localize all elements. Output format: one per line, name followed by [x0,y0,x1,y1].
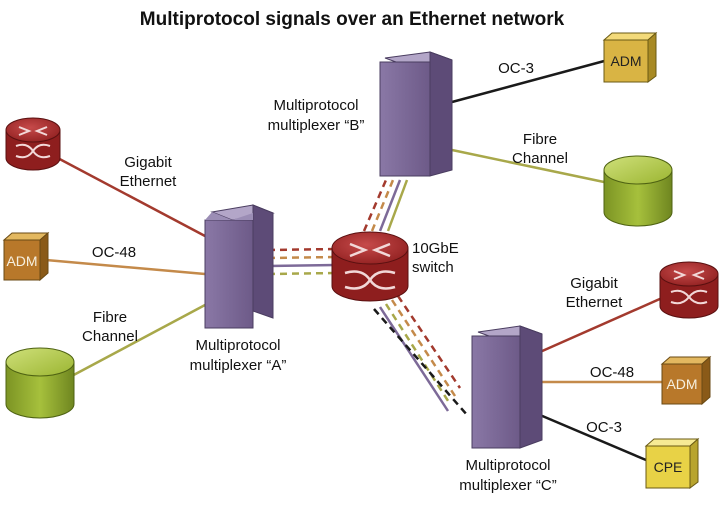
left-gige-label-1: Gigabit [124,154,172,171]
left-fc-label-1: Fibre [93,309,127,326]
left-adm: ADM [2,231,50,282]
trunk-a-gige [267,247,337,252]
link-b-fc [451,148,605,184]
trunk-a-oc48 [267,255,337,260]
multiplexer-c [471,325,543,449]
trunk-c-3 [384,303,452,405]
link-c-oc3 [539,413,647,462]
link-b-oc3 [451,58,609,104]
router-arrows-icon [15,126,51,159]
switch-label-line1: 10GbE [412,240,459,257]
link-c-gige [539,296,663,354]
mux-a-label-2: multiplexer “A” [190,357,287,374]
trunk-b-2 [370,179,395,232]
router-arrows-icon [344,242,396,290]
mux-b-label-1: Multiprotocol [273,97,358,114]
bottom-right-cpe-label: CPE [654,459,683,475]
left-gige-label-2: Ethernet [120,173,178,190]
link-left-gige [51,153,206,238]
left-fc-label-2: Channel [82,328,138,345]
top-right-storage-cylinder [603,155,673,227]
trunk-b-1 [362,179,388,232]
top-right-oc3-label: OC-3 [498,60,534,77]
connections [45,58,663,462]
switch-label-line2: switch [412,259,454,276]
bottom-right-router [659,261,719,319]
diagram-title: Multiprotocol signals over an Ethernet n… [140,9,565,30]
trunk-a-fc [267,271,337,276]
top-right-fc-label-2: Channel [512,150,568,167]
link-left-oc48 [45,258,206,276]
bottom-right-adm-label: ADM [666,376,697,392]
mux-c-label-1: Multiprotocol [465,457,550,474]
multiplexer-a [204,204,275,329]
router-arrows-icon [670,270,708,305]
trunk-b-3 [378,179,402,232]
link-left-fc [67,303,206,380]
trunk-c-4 [378,306,450,412]
mux-c-label-2: multiplexer “C” [459,477,557,494]
bottom-right-cpe: CPE [644,437,700,489]
bottom-right-oc3-label: OC-3 [586,419,622,436]
bottom-right-gige-label-2: Ethernet [566,294,624,311]
trunk-b-4 [386,179,409,232]
multiplexer-b [379,51,453,177]
mux-a-label-1: Multiprotocol [195,337,280,354]
top-right-adm: ADM [602,31,658,83]
trunk-c-5 [373,308,469,417]
bottom-right-oc48-label: OC-48 [590,364,634,381]
trunk-c-2 [390,299,457,397]
left-oc48-label: OC-48 [92,244,136,261]
left-storage-cylinder [5,347,75,419]
trunk-a-solid [267,263,337,268]
left-router [5,117,61,171]
bottom-right-adm: ADM [660,355,712,406]
top-right-fc-label-1: Fibre [523,131,557,148]
bottom-right-gige-label-1: Gigabit [570,275,618,292]
switch-10gbe [331,231,409,302]
mux-b-label-2: multiplexer “B” [268,117,365,134]
top-right-adm-label: ADM [610,53,641,69]
trunk-c-1 [396,295,462,389]
left-adm-label: ADM [6,253,37,269]
